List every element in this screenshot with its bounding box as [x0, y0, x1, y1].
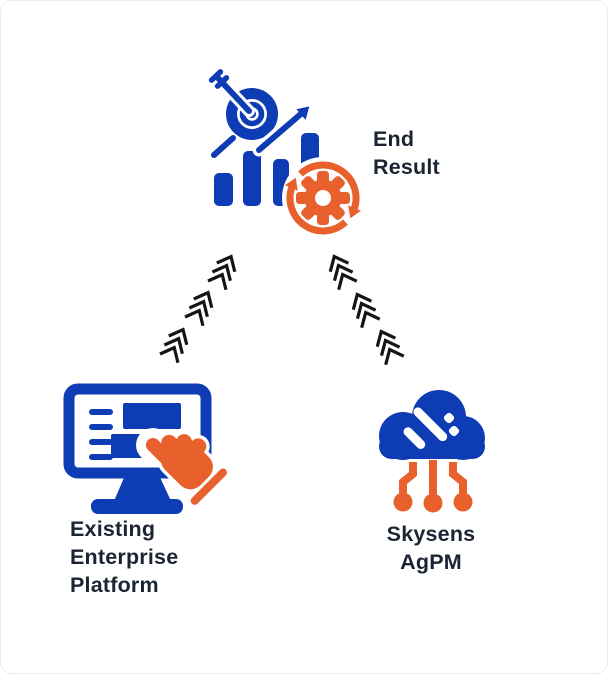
target-icon — [208, 69, 278, 140]
skysens-label: Skysens AgPM — [386, 522, 476, 574]
left-flow-chevrons — [158, 250, 242, 365]
enterprise-platform-label: Existing Enterprise Platform — [70, 517, 179, 597]
circuit-lines-icon — [399, 460, 467, 494]
growth-arrow-dash — [211, 135, 236, 158]
growth-arrow-icon — [252, 104, 311, 157]
skysens-icon — [379, 390, 485, 513]
right-flow-chevrons — [323, 250, 406, 367]
gear-sync-icon — [282, 157, 364, 239]
cloud-logo-icon — [403, 407, 460, 449]
end-result-icon — [208, 69, 364, 239]
circuit-node-dots — [393, 492, 473, 513]
enterprise-platform-icon — [63, 383, 236, 514]
end-result-label: End Result — [373, 127, 440, 179]
